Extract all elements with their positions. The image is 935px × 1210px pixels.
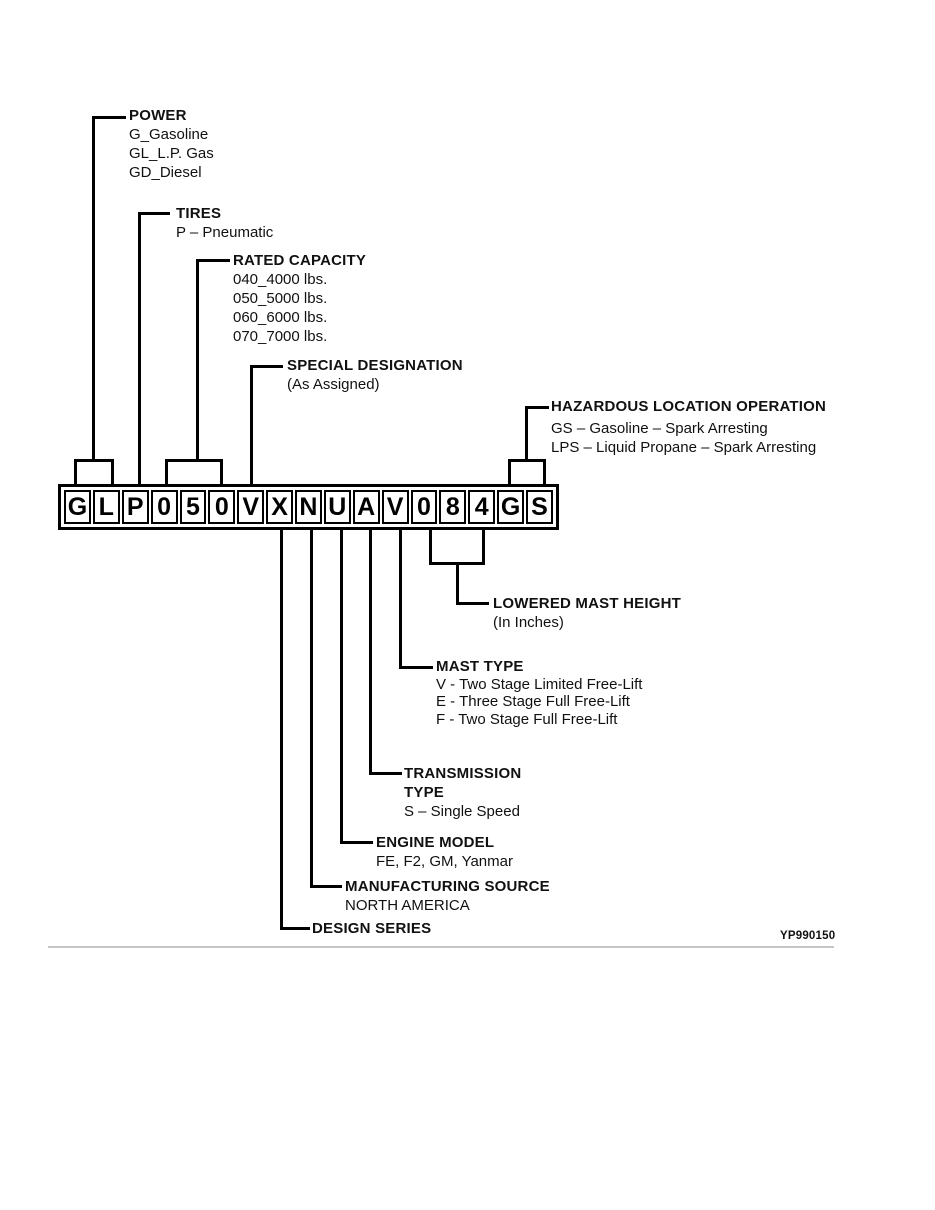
code-cell: 4 (468, 490, 496, 524)
label-power: POWER G_Gasoline GL_L.P. Gas GD_Diesel (129, 106, 214, 182)
label-mast-type: MAST TYPE V - Two Stage Limited Free-Lif… (436, 658, 642, 728)
code-cell: A (352, 490, 380, 524)
code-cell: 0 (150, 490, 178, 524)
label-hazardous-location-item: LPS – Liquid Propane – Spark Arresting (551, 439, 817, 456)
connector-line (92, 116, 126, 119)
connector-line (525, 406, 549, 409)
label-manufacturing-source: MANUFACTURING SOURCE NORTH AMERICA (345, 877, 550, 915)
label-transmission-type-item: S – Single Speed (404, 803, 520, 820)
code-cell: N (295, 490, 322, 524)
code-cell: 5 (179, 490, 207, 524)
label-power-title: POWER (129, 107, 187, 124)
label-lowered-mast-height-item: (In Inches) (493, 614, 564, 631)
label-engine-model-title: ENGINE MODEL (376, 834, 495, 851)
label-hazardous-location-item: GS – Gasoline – Spark Arresting (551, 420, 768, 437)
label-design-series-title: DESIGN SERIES (312, 920, 432, 937)
connector-line (543, 459, 546, 487)
label-hazardous-location-title: HAZARDOUS LOCATION OPERATION (551, 398, 827, 415)
connector-line (165, 459, 223, 462)
label-engine-model: ENGINE MODEL FE, F2, GM, Yanmar (376, 833, 513, 871)
connector-line (196, 259, 199, 462)
connector-line (280, 529, 283, 930)
code-cell: 0 (410, 490, 438, 524)
label-tires: TIRES P – Pneumatic (176, 204, 273, 242)
label-rated-capacity-item: 040_4000 lbs. (233, 271, 328, 288)
label-special-designation-title: SPECIAL DESIGNATION (287, 357, 463, 374)
code-cell: L (92, 490, 120, 524)
code-cell: G (497, 490, 524, 524)
code-cell: V (237, 490, 265, 524)
connector-line (429, 529, 432, 565)
label-mast-type-item: E - Three Stage Full Free-Lift (436, 693, 630, 710)
connector-line (340, 529, 343, 844)
connector-line (310, 529, 313, 888)
figure-id: YP990150 (780, 930, 836, 942)
connector-line (138, 212, 141, 487)
connector-line (220, 459, 223, 487)
label-special-designation-item: (As Assigned) (287, 376, 380, 393)
label-manufacturing-source-item: NORTH AMERICA (345, 897, 470, 914)
connector-line (250, 365, 253, 487)
connector-line (74, 459, 77, 487)
connector-line (456, 602, 489, 605)
connector-line (456, 562, 459, 605)
connector-line (250, 365, 283, 368)
label-transmission-type: TRANSMISSION TYPE S – Single Speed (404, 764, 539, 821)
connector-line (399, 529, 402, 669)
label-engine-model-item: FE, F2, GM, Yanmar (376, 853, 513, 870)
connector-line (482, 529, 485, 565)
label-power-item: GL_L.P. Gas (129, 145, 214, 162)
connector-line (310, 885, 342, 888)
label-mast-type-title: MAST TYPE (436, 658, 524, 675)
label-manufacturing-source-title: MANUFACTURING SOURCE (345, 878, 550, 895)
label-rated-capacity-item: 050_5000 lbs. (233, 290, 328, 307)
connector-line (74, 459, 114, 462)
connector-line (92, 116, 95, 462)
connector-line (280, 927, 310, 930)
bottom-rule (48, 946, 834, 948)
code-cell: 8 (439, 490, 467, 524)
label-rated-capacity-title: RATED CAPACITY (233, 252, 367, 269)
connector-line (369, 772, 402, 775)
connector-line (111, 459, 114, 487)
label-design-series: DESIGN SERIES (312, 919, 431, 938)
code-cell: V (381, 490, 409, 524)
connector-line (399, 666, 433, 669)
label-power-item: GD_Diesel (129, 164, 202, 181)
label-lowered-mast-height-title: LOWERED MAST HEIGHT (493, 595, 681, 612)
code-cell: S (526, 490, 553, 524)
code-cell: P (121, 490, 149, 524)
label-hazardous-location: HAZARDOUS LOCATION OPERATION GS – Gasoli… (551, 397, 826, 457)
code-cell: X (266, 490, 293, 524)
connector-line (369, 529, 372, 775)
label-power-item: G_Gasoline (129, 126, 209, 143)
code-cell: 0 (208, 490, 236, 524)
code-cell: G (64, 490, 91, 524)
connector-line (165, 459, 168, 487)
connector-line (340, 841, 373, 844)
label-mast-type-item: V - Two Stage Limited Free-Lift (436, 675, 643, 693)
label-mast-type-item: F - Two Stage Full Free-Lift (436, 710, 618, 728)
connector-line (525, 406, 528, 462)
label-rated-capacity: RATED CAPACITY 040_4000 lbs. 050_5000 lb… (233, 251, 366, 346)
label-transmission-type-title: TRANSMISSION TYPE (404, 765, 522, 801)
label-rated-capacity-item: 060_6000 lbs. (233, 309, 328, 326)
label-special-designation: SPECIAL DESIGNATION (As Assigned) (287, 356, 463, 394)
label-lowered-mast-height: LOWERED MAST HEIGHT (In Inches) (493, 594, 681, 632)
label-tires-title: TIRES (176, 205, 222, 222)
connector-line (508, 459, 546, 462)
connector-line (508, 459, 511, 487)
label-tires-item: P – Pneumatic (176, 224, 274, 241)
connector-line (138, 212, 170, 215)
model-code-row: G L P 0 5 0 V X N U A V 0 8 4 G S (58, 484, 559, 530)
connector-line (196, 259, 230, 262)
code-cell: U (323, 490, 351, 524)
label-rated-capacity-item: 070_7000 lbs. (233, 328, 328, 345)
